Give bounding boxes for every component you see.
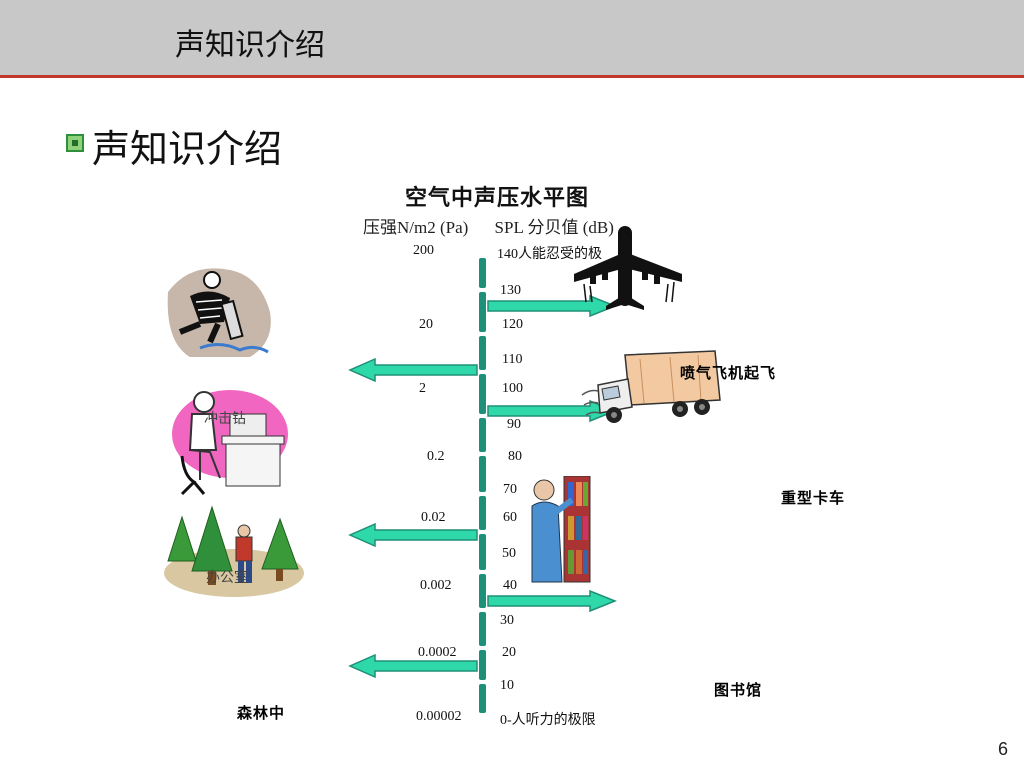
arrow-right <box>487 294 618 318</box>
spl-label: 100 <box>502 381 523 396</box>
arrow-left <box>348 357 478 383</box>
slide-header: 声知识介绍 <box>0 0 1024 78</box>
spl-header: SPL 分贝值 (dB) <box>494 218 614 237</box>
pressure-label: 0.002 <box>420 578 452 593</box>
spl-label: 140人能忍受的极 <box>497 247 602 262</box>
bullet-text: 声知识介绍 <box>92 127 283 171</box>
caption-drill: 冲击钻 <box>204 412 246 427</box>
pressure-header: 压强N/m2 (Pa) <box>363 218 469 237</box>
spl-label: 40 <box>503 578 517 593</box>
pressure-label: 200 <box>413 243 434 258</box>
caption-library: 图书馆 <box>714 681 763 699</box>
pressure-label: 2 <box>419 381 426 396</box>
scale-segment <box>479 684 486 713</box>
chart-title: 空气中声压水平图 <box>405 185 590 211</box>
bullet-square-icon <box>66 134 84 152</box>
scale-segment <box>479 574 486 608</box>
spl-label: 80 <box>508 449 522 464</box>
scale-segment <box>479 258 486 288</box>
spl-label: 130 <box>500 283 521 298</box>
pressure-label: 0.0002 <box>418 645 457 660</box>
scale-segment <box>479 612 486 646</box>
spl-label: 10 <box>500 678 514 693</box>
pressure-label: 20 <box>419 317 433 332</box>
spl-label: 30 <box>500 613 514 628</box>
spl-label: 60 <box>503 510 517 525</box>
arrow-right <box>487 589 618 613</box>
caption-office: 办公室 <box>206 571 248 586</box>
caption-forest: 森林中 <box>237 704 286 722</box>
caption-jet: 喷气飞机起飞 <box>680 364 777 382</box>
scale-segment <box>479 650 486 680</box>
spl-label: 0-人听力的极限 <box>500 713 596 728</box>
scale-segment <box>479 456 486 492</box>
arrows-layer <box>348 294 618 679</box>
truck-icon <box>581 350 721 423</box>
spl-label: 90 <box>507 417 521 432</box>
spl-label: 110 <box>502 352 523 367</box>
spl-label: 70 <box>503 482 517 497</box>
scale-segment <box>479 534 486 570</box>
forest-icon <box>164 505 304 597</box>
axis-header: 压强N/m2 (Pa) SPL 分贝值 (dB) <box>363 213 614 238</box>
scale-bar <box>479 258 486 713</box>
pressure-label: 0.02 <box>421 510 446 525</box>
arrow-left <box>348 653 478 679</box>
page-number: 6 <box>997 739 1008 759</box>
scale-segment <box>479 418 486 452</box>
caption-truck: 重型卡车 <box>781 489 846 507</box>
spl-label: 50 <box>502 546 516 561</box>
arrow-left <box>348 522 478 548</box>
scale-segment <box>479 292 486 332</box>
jackhammer-worker-icon <box>167 268 271 357</box>
pressure-label: 0.00002 <box>416 709 462 724</box>
scale-segment <box>479 374 486 414</box>
scale-segment <box>479 336 486 370</box>
pressure-label: 0.2 <box>427 449 445 464</box>
jet-airplane-icon <box>574 226 682 310</box>
spl-label: 20 <box>502 645 516 660</box>
slide-title: 声知识介绍 <box>175 28 325 63</box>
arrow-right <box>487 399 618 423</box>
scale-segment <box>479 496 486 530</box>
librarian-icon <box>531 476 591 583</box>
spl-label: 120 <box>502 317 523 332</box>
office-worker-icon <box>172 390 288 496</box>
